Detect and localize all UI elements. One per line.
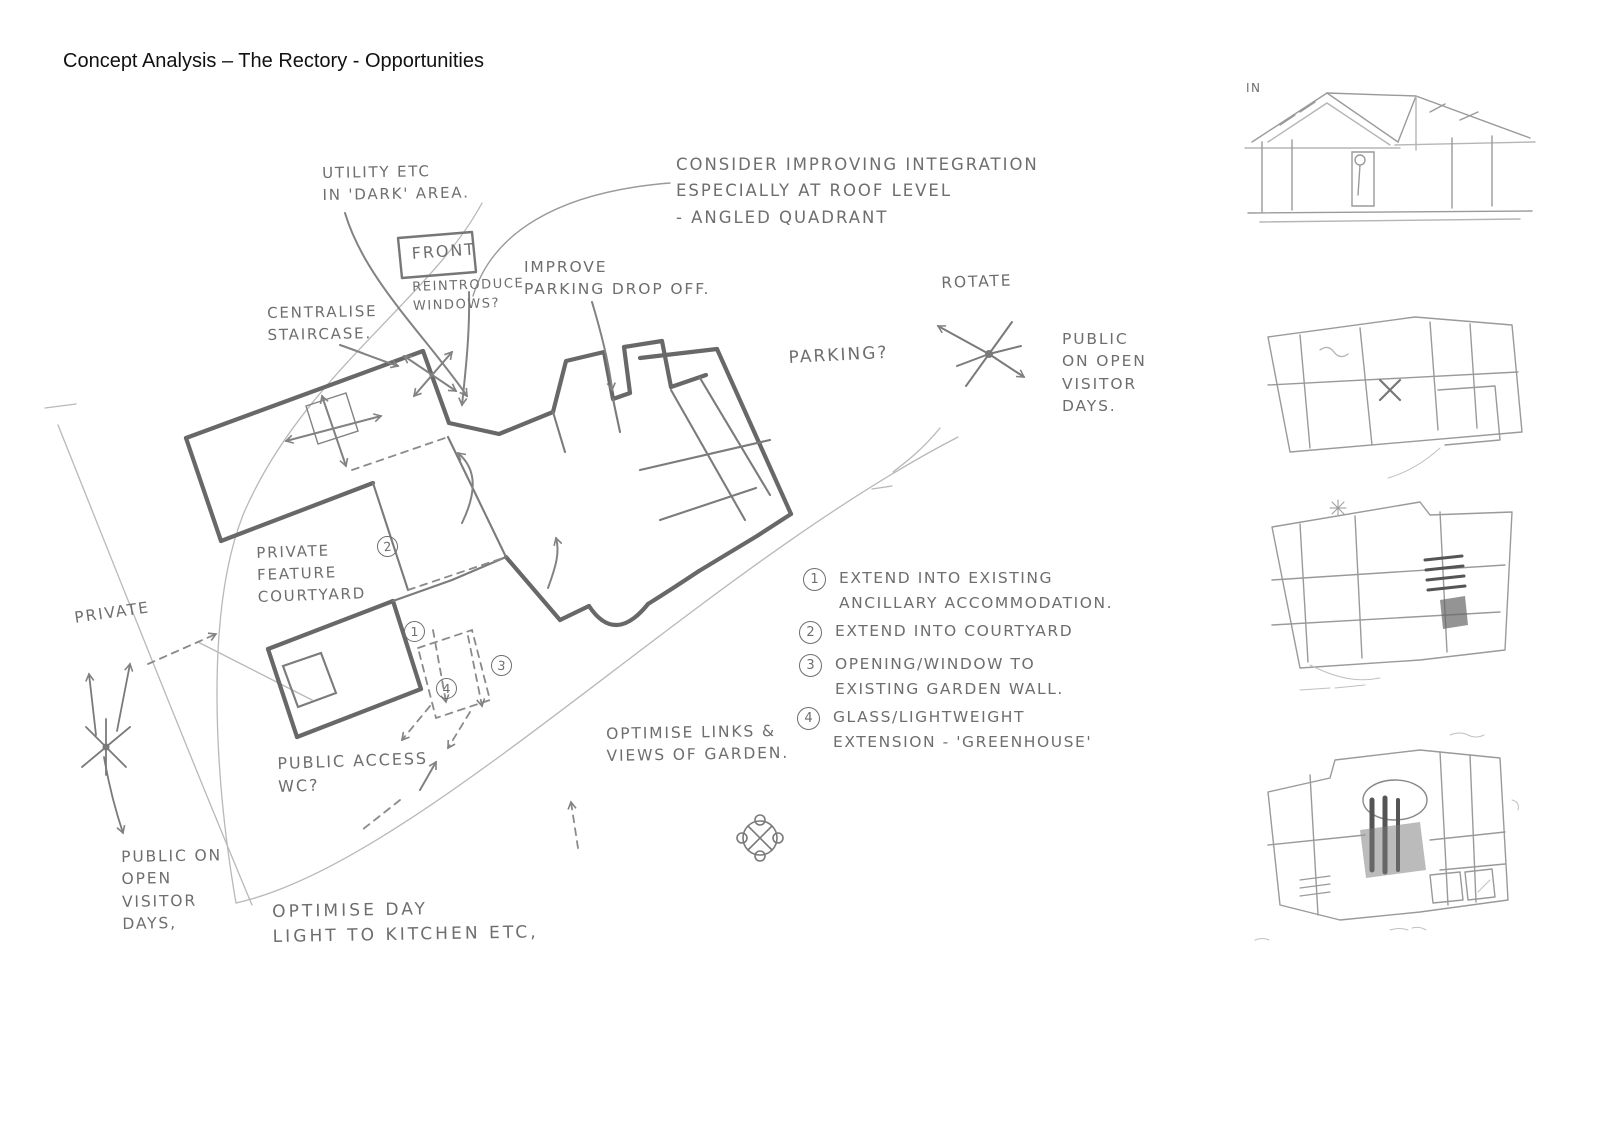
note-2-circle: 2 <box>799 621 822 644</box>
annotation-optimise-daylight: OPTIMISE DAY LIGHT TO KITCHEN ETC, <box>272 899 539 947</box>
numbered-note-3: 3 OPENING/WINDOW TO EXISTING GARDEN WALL… <box>799 652 1064 702</box>
annotation-public-access-wc: PUBLIC ACCESS WC? <box>277 748 429 797</box>
numbered-note-2: 2 EXTEND INTO COURTYARD <box>799 619 1073 644</box>
tree-icon <box>736 814 784 862</box>
rotate-compass-icon <box>936 321 1026 387</box>
numbered-note-4: 4 GLASS/LIGHTWEIGHT EXTENSION - 'GREENHO… <box>797 705 1092 755</box>
annotation-private-feature-courtyard: PRIVATE FEATURE COURTYARD <box>256 541 367 606</box>
front-label-box <box>396 230 478 280</box>
note-2-text: EXTEND INTO COURTYARD <box>835 622 1074 640</box>
elevation-sketch <box>1244 92 1536 223</box>
plan-marker-1: 1 <box>404 621 425 642</box>
annotation-improve-parking: IMPROVE PARKING DROP OFF. <box>524 258 711 299</box>
annotation-optimise-links: OPTIMISE LINKS & VIEWS OF GARDEN. <box>606 722 790 766</box>
annotation-front: FRONT <box>411 239 477 263</box>
plan-sketch-1 <box>1267 316 1523 479</box>
numbered-note-1: 1 EXTEND INTO EXISTING ANCILLARY ACCOMMO… <box>803 566 1113 616</box>
note-3-circle: 3 <box>799 654 822 677</box>
note-3-text: OPENING/WINDOW TO EXISTING GARDEN WALL. <box>835 655 1064 698</box>
plan-marker-4: 4 <box>436 678 457 699</box>
plan-sketch-2 <box>1271 499 1513 691</box>
annotation-parking: PARKING? <box>788 342 890 368</box>
annotation-reintroduce-windows: REINTRODUCE WINDOWS? <box>412 276 525 314</box>
annotation-arrows <box>284 182 671 791</box>
note-4-circle: 4 <box>797 707 820 730</box>
annotation-public-open-days-left: PUBLIC ON OPEN VISITOR DAYS, <box>121 846 223 934</box>
note-1-circle: 1 <box>803 568 826 591</box>
page-title: Concept Analysis – The Rectory - Opportu… <box>63 50 484 72</box>
annotation-public-open-days-right: PUBLIC ON OPEN VISITOR DAYS. <box>1062 330 1147 416</box>
annotation-utility: UTILITY ETC IN 'DARK' AREA. <box>322 162 470 204</box>
annotation-sketch-in: IN <box>1246 81 1262 95</box>
private-compass-icon <box>81 662 134 835</box>
plan-sketch-3 <box>1254 732 1519 941</box>
main-plan-heavy-walls <box>183 338 794 740</box>
site-boundary-lines <box>44 202 959 906</box>
annotation-centralise-staircase: CENTRALISE STAIRCASE. <box>267 302 378 344</box>
dashed-construction-lines <box>147 436 579 849</box>
annotation-consider-integration: CONSIDER IMPROVING INTEGRATION ESPECIALL… <box>676 155 1039 227</box>
note-1-text: EXTEND INTO EXISTING ANCILLARY ACCOMMODA… <box>839 569 1114 612</box>
note-4-text: GLASS/LIGHTWEIGHT EXTENSION - 'GREENHOUS… <box>833 708 1093 751</box>
annotation-rotate: ROTATE <box>941 271 1013 292</box>
